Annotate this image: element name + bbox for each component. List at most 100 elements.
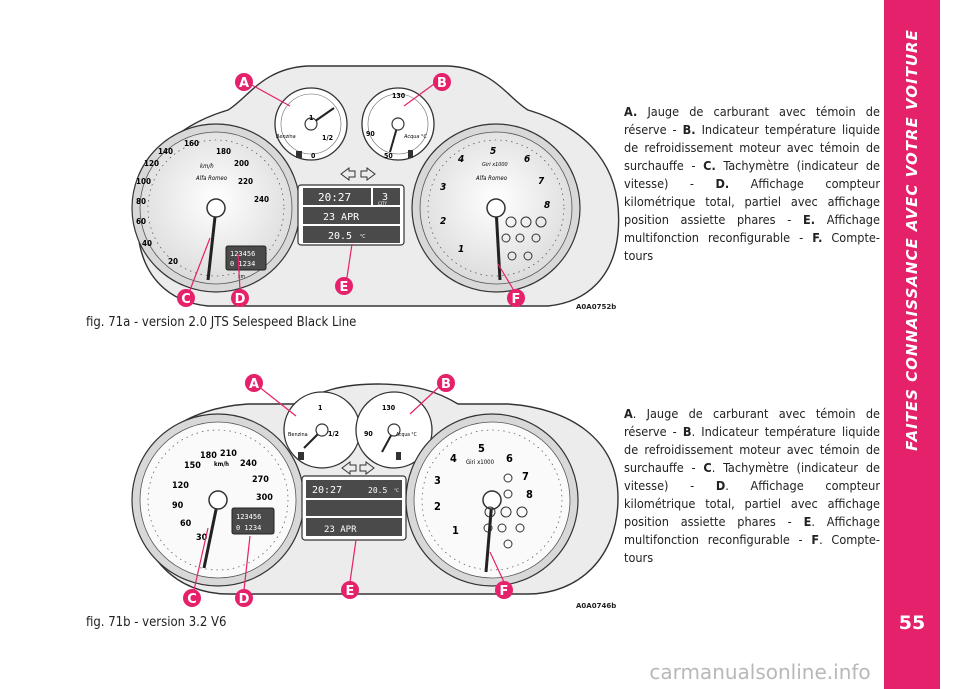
instrument-panel-illustration-71b: 30 60 90 120 150 180 210 240 270 300 km/…: [131, 374, 619, 607]
figure-code: A0A0752b: [576, 303, 617, 311]
trip-value: 0 1234: [236, 524, 261, 532]
instrument-panel-illustration-71a: 20 40 60 80 100 120 140 160 180 200 220 …: [131, 65, 620, 307]
callout-f: F: [500, 584, 509, 599]
watermark: carmanualsonline.info: [649, 660, 871, 684]
figure-71a: 20 40 60 80 100 120 140 160 180 200 220 …: [128, 58, 628, 320]
tacho-mark: 6: [524, 154, 530, 165]
tacho-mark: 7: [522, 470, 529, 483]
thermometer-icon: [408, 150, 413, 158]
callout-c: C: [181, 292, 191, 307]
warning-lights: [483, 473, 528, 549]
odometer-unit: km: [238, 274, 245, 280]
speedo-mark: 30: [196, 533, 208, 543]
callout-leaders: [193, 385, 505, 591]
odometer-display: 123456 0 1234 km: [225, 245, 267, 280]
speedo-mark: 300: [256, 493, 273, 503]
speedo-mark: 150: [184, 461, 201, 471]
tacho-mark: 1: [458, 244, 464, 255]
fuel-gauge: Benzina 1 1/2 0: [274, 87, 348, 161]
callout-markers: A B C D E F: [177, 73, 525, 307]
tacho-mark: 8: [544, 200, 550, 211]
fuel-label: Benzina: [276, 134, 296, 140]
display-temperature-unit: °C: [394, 488, 399, 494]
temp-label: Acqua °C: [396, 432, 417, 438]
speedo-mark: 60: [136, 217, 146, 226]
multifunction-display: 20:27 3 CITY 23 APR 20.5 °C: [297, 184, 405, 246]
callout-e: E: [346, 584, 355, 599]
display-temperature: 20.5: [368, 486, 387, 495]
speedo-mark: 90: [172, 501, 184, 511]
tacho-mark: 8: [526, 488, 533, 501]
fuel-mark: 1: [318, 404, 322, 412]
chapter-side-band: [884, 0, 940, 689]
fuel-gauge: Benzina 1 1/2: [283, 391, 361, 469]
speedo-unit: km/h: [200, 163, 214, 170]
trip-value: 0 1234: [230, 260, 255, 268]
figure-code: A0A0746b: [576, 602, 617, 610]
warning-lights: [501, 216, 547, 261]
tacho-mark: 1: [452, 524, 459, 537]
callout-b: B: [441, 377, 451, 392]
fuel-pump-icon: [298, 452, 304, 460]
callout-d: D: [235, 292, 246, 307]
speedo-mark: 140: [158, 147, 173, 156]
speedo-mark: 200: [234, 159, 249, 168]
speedo-mark: 160: [184, 139, 199, 148]
tacho-mark: 3: [440, 182, 446, 193]
speedo-mark: 240: [240, 459, 257, 469]
tacho-mark: 2: [434, 500, 441, 513]
fuel-label: Benzina: [288, 432, 308, 438]
callout-b: B: [437, 76, 447, 91]
coolant-temperature-gauge: 130 90 50 Acqua °C: [361, 87, 435, 161]
figure-caption: fig. 71b - version 3.2 V6: [86, 615, 227, 630]
tacho-mark: 4: [458, 154, 464, 165]
tachometer-gauge: 1 2 3 4 5 6 7 8 Giri x1000: [405, 413, 579, 587]
callout-a: A: [249, 377, 259, 392]
legend-text-71a: A. Jauge de carburant avec témoin de rés…: [624, 104, 880, 263]
speedo-mark: 270: [252, 475, 269, 485]
temp-mark: 90: [364, 430, 373, 438]
speedo-mark: 80: [136, 197, 146, 206]
turn-signal-icon: [341, 461, 375, 475]
display-time: 20:27: [318, 191, 351, 204]
speedo-unit: km/h: [214, 461, 229, 468]
tacho-mark: 2: [440, 216, 446, 227]
chapter-title: FAITES CONNAISSANCE AVEC VOTRE VOITURE: [903, 29, 921, 451]
speedo-mark: 210: [220, 449, 237, 459]
fuel-pump-icon: [296, 151, 302, 158]
speedo-mark: 100: [136, 177, 151, 186]
display-date: 23 APR: [324, 525, 357, 535]
turn-signal-icon: [340, 167, 376, 181]
fuel-mark: 1/2: [328, 430, 339, 438]
speedo-mark: 180: [200, 451, 217, 461]
odometer-value: 123456: [236, 513, 261, 521]
speedo-mark: 240: [254, 195, 269, 204]
thermometer-icon: [396, 452, 401, 460]
odometer-display: 123456 0 1234: [231, 507, 275, 535]
callout-leaders: [189, 83, 517, 295]
temp-mark: 130: [392, 92, 406, 100]
fuel-mark: 1/2: [322, 134, 333, 142]
fuel-mark: 0: [311, 152, 316, 160]
tacho-unit: Giri x1000: [466, 459, 495, 466]
figure-71b: 30 60 90 120 150 180 210 240 270 300 km/…: [128, 368, 628, 608]
display-time: 20:27: [312, 485, 342, 496]
tacho-mark: 5: [490, 146, 496, 157]
speedo-mark: 120: [144, 159, 159, 168]
brand-logo-text: Alfa Romeo: [475, 175, 508, 182]
speedometer-gauge: 20 40 60 80 100 120 140 160 180 200 220 …: [131, 123, 301, 293]
tacho-mark: 5: [478, 442, 485, 455]
tacho-mark: 7: [538, 176, 545, 187]
display-temperature-unit: °C: [360, 234, 365, 240]
legend-text-71b: A. Jauge de carburant avec témoin de rés…: [624, 406, 881, 565]
speedo-mark: 60: [180, 519, 192, 529]
display-gear: 3: [382, 192, 388, 203]
display-mode: CITY: [378, 201, 387, 207]
speedo-mark: 20: [168, 257, 178, 266]
tacho-unit: Giri x1000: [482, 162, 508, 168]
temp-mark: 90: [366, 130, 375, 138]
odometer-value: 123456: [230, 250, 255, 258]
page-number: 55: [898, 612, 926, 634]
temp-mark: 130: [382, 404, 396, 412]
callout-markers: A B C D E F: [183, 374, 513, 607]
